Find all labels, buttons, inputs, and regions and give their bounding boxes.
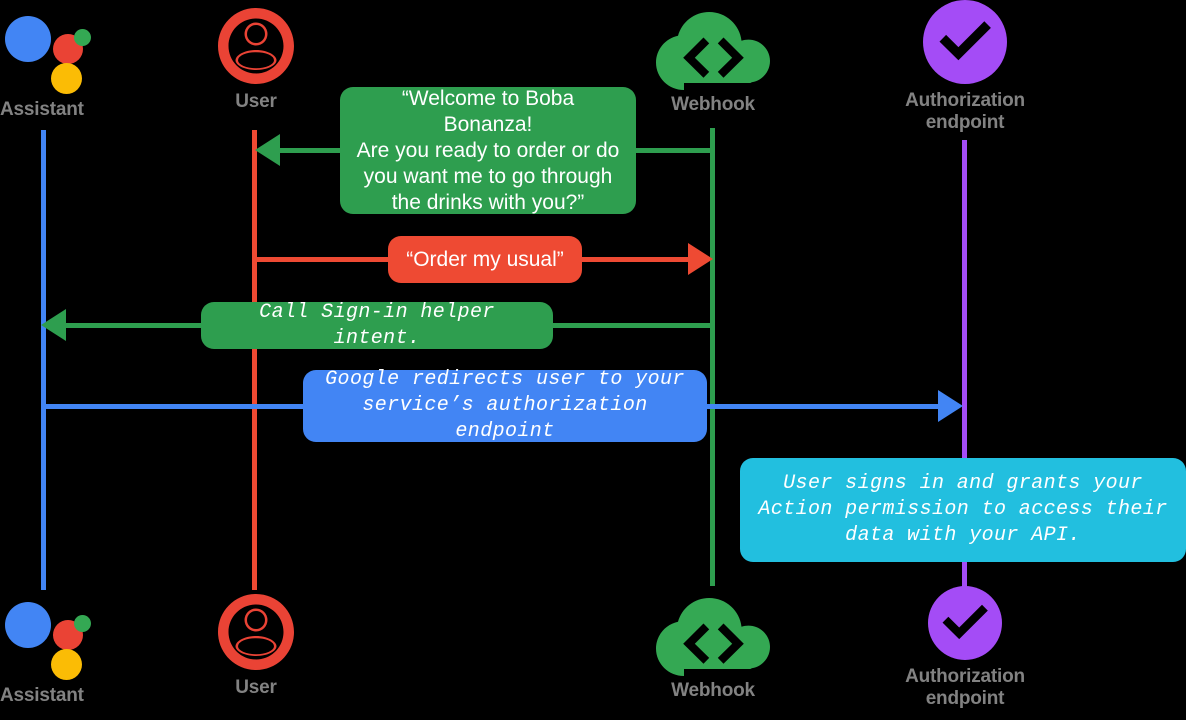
actor-label-assistant-top: Assistant: [0, 99, 84, 120]
actor-label-webhook-top: Webhook: [671, 94, 755, 115]
actor-user-top: User: [196, 8, 316, 113]
purple-check-circle-icon: [923, 0, 1007, 84]
arrowhead-welcome: [255, 134, 280, 166]
lifeline-assistant: [41, 130, 46, 590]
bubble-redirect: Google redirects user to your service’s …: [303, 368, 707, 443]
lifeline-webhook: [710, 128, 715, 586]
actor-webhook-bottom: Webhook: [633, 592, 793, 702]
google-assistant-logo: [3, 594, 91, 680]
lifeline-user: [252, 130, 257, 590]
user-avatar-icon: [218, 8, 294, 84]
bubble-welcome-text: “Welcome to Boba Bonanza! Are you ready …: [356, 86, 620, 214]
arrowhead-signin: [41, 309, 66, 341]
assistant-yellow-dot: [51, 649, 82, 680]
actor-label-user-bottom: User: [235, 677, 277, 698]
bubble-order-text: “Order my usual”: [406, 247, 564, 271]
cloud-code-icon: [633, 6, 793, 92]
purple-check-circle-icon: [928, 586, 1002, 660]
cloud-code-icon: [633, 592, 793, 678]
actor-label-assistant-bottom: Assistant: [0, 685, 84, 706]
user-avatar-svg: [218, 594, 294, 670]
user-avatar-icon: [218, 594, 294, 670]
actor-label-webhook-bottom: Webhook: [671, 680, 755, 701]
bubble-signin: Call Sign-in helper intent.: [201, 300, 553, 350]
actor-assistant-bottom: Assistant: [0, 594, 91, 707]
purple-check-circle-svg: [928, 586, 1002, 660]
actor-webhook-top: Webhook: [633, 6, 793, 116]
user-avatar-svg: [218, 8, 294, 84]
actor-auth-bottom: Authorization endpoint: [865, 586, 1065, 710]
cloud-code-svg: [656, 12, 770, 90]
purple-check-circle-svg: [923, 0, 1007, 84]
bubble-user-signs-in: User signs in and grants your Action per…: [740, 458, 1186, 562]
actor-label-auth-bottom: Authorization endpoint: [905, 666, 1025, 709]
bubble-order: “Order my usual”: [388, 236, 582, 283]
actor-user-bottom: User: [196, 594, 316, 699]
actor-assistant-top: Assistant: [0, 8, 91, 121]
bubble-redirect-text: Google redirects user to your service’s …: [325, 368, 685, 443]
actor-label-user-top: User: [235, 91, 277, 112]
bubble-welcome: “Welcome to Boba Bonanza! Are you ready …: [340, 87, 636, 214]
bubble-signin-text: Call Sign-in helper intent.: [259, 300, 495, 350]
assistant-blue-dot: [5, 16, 51, 62]
lifeline-auth: [962, 140, 967, 590]
arrowhead-redirect: [938, 390, 963, 422]
assistant-blue-dot: [5, 602, 51, 648]
actor-auth-top: Authorization endpoint: [865, 0, 1065, 134]
assistant-green-dot: [74, 29, 91, 46]
actor-label-auth-top: Authorization endpoint: [905, 90, 1025, 133]
arrowhead-order: [688, 243, 713, 275]
google-assistant-logo: [3, 8, 91, 94]
bubble-user-signs-in-text: User signs in and grants your Action per…: [758, 472, 1168, 547]
cloud-code-svg: [656, 598, 770, 676]
assistant-yellow-dot: [51, 63, 82, 94]
assistant-green-dot: [74, 615, 91, 632]
